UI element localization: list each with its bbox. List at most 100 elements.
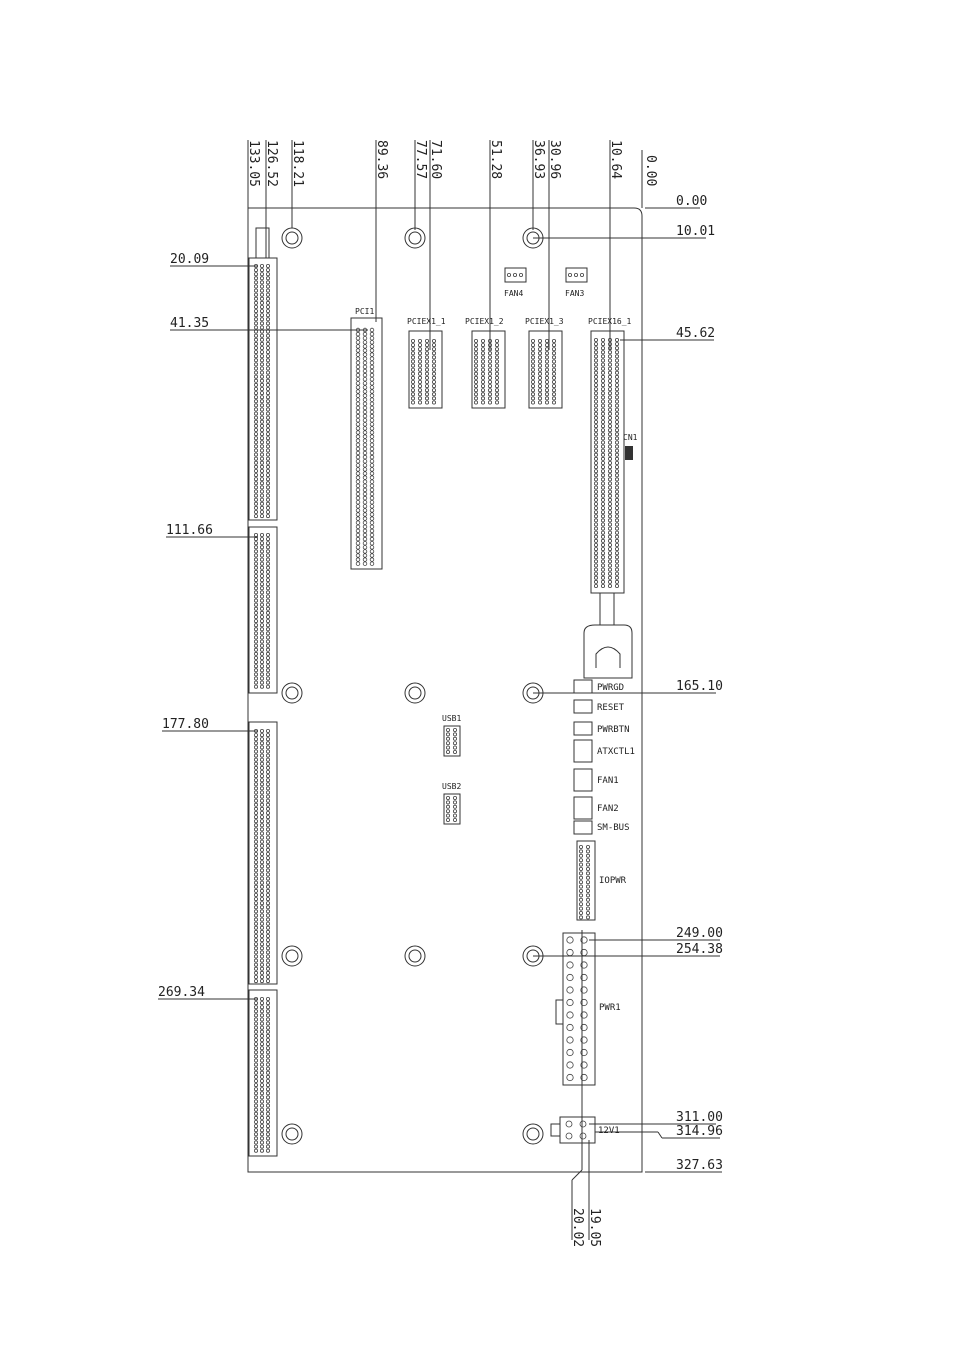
edge-pin (260, 1149, 263, 1152)
pciex16-pin (594, 433, 597, 436)
pciex1-pin (531, 385, 534, 388)
edge-pin (260, 877, 263, 880)
edge-pin (254, 799, 257, 802)
pci-pin (363, 369, 367, 373)
pci-pin (356, 541, 360, 545)
pciex1-pin (531, 401, 534, 404)
edge-pin (260, 457, 263, 460)
pciex1-pin (481, 364, 484, 367)
edge-pin (266, 318, 269, 321)
pci-pin (363, 464, 367, 468)
pciex16-pin (608, 355, 611, 358)
pci-pin (370, 488, 374, 492)
edge-pin (260, 322, 263, 325)
label-usb1: USB1 (442, 714, 461, 723)
edge-pin (254, 1047, 257, 1050)
pci-pin (363, 488, 367, 492)
pciex1-pin (481, 393, 484, 396)
pci-pin (370, 513, 374, 517)
edge-pin (260, 669, 263, 672)
pciex16-pin (601, 498, 604, 501)
edge-pin (260, 371, 263, 374)
pciex16-pin (615, 519, 618, 522)
edge-pin (266, 754, 269, 757)
pci-pin (363, 345, 367, 349)
pci-pin (363, 480, 367, 484)
label-usb2: USB2 (442, 782, 461, 791)
pci-pin (370, 386, 374, 390)
edge-pin (254, 392, 257, 395)
pci-pin (356, 533, 360, 537)
pciex16-pin (594, 338, 597, 341)
edge-pin (266, 533, 269, 536)
pci-pin (370, 476, 374, 480)
edge-pin (254, 498, 257, 501)
edge-pin (266, 546, 269, 549)
edge-pin (260, 558, 263, 561)
pciex1-pin (495, 360, 498, 363)
edge-pin (266, 1116, 269, 1119)
edge-pin (260, 967, 263, 970)
edge-pin (266, 624, 269, 627)
pciex16-pin (615, 425, 618, 428)
edge-pin (254, 943, 257, 946)
reset-header (574, 700, 592, 713)
pciex16-pin (601, 482, 604, 485)
pciex16-pin (594, 572, 597, 575)
mounting-hole-inner (409, 687, 421, 699)
edge-pin (260, 273, 263, 276)
edge-pin (260, 1108, 263, 1111)
dim-top-36-93: 36.93 (531, 140, 546, 179)
pciex1-pin (411, 397, 414, 400)
pciex1-pin (425, 397, 428, 400)
pci-pin (363, 447, 367, 451)
edge-pin (266, 893, 269, 896)
pciex16-pin (594, 507, 597, 510)
edge-pin (260, 570, 263, 573)
pci-pin (363, 386, 367, 390)
edge-pin (260, 416, 263, 419)
pci-pin (356, 451, 360, 455)
iopwr-pin (586, 854, 589, 857)
pci-pin (363, 451, 367, 455)
pci-pin (363, 332, 367, 336)
edge-pin (260, 542, 263, 545)
pciex16-pin (601, 359, 604, 362)
edge-pin (254, 1096, 257, 1099)
pciex16-pin (594, 392, 597, 395)
edge-pin (254, 1137, 257, 1140)
pwrgd-header (574, 680, 592, 693)
pciex16-pin (594, 466, 597, 469)
pciex1-pin (531, 397, 534, 400)
pciex1-pin (432, 368, 435, 371)
edge-pin (260, 293, 263, 296)
pci-pin (370, 480, 374, 484)
pciex16-pin (601, 572, 604, 575)
pciex1-pin (545, 360, 548, 363)
pci-pin (356, 369, 360, 373)
pciex1-pin (411, 372, 414, 375)
pciex16-pin (615, 494, 618, 497)
pwr1-pin (567, 999, 573, 1005)
edge-pin (260, 554, 263, 557)
pciex1-pin (418, 352, 421, 355)
pciex16-pin (615, 392, 618, 395)
pciex1-pin (488, 364, 491, 367)
edge-pin (260, 433, 263, 436)
edge-pin (266, 1092, 269, 1095)
edge-pin (266, 375, 269, 378)
pciex1-pin (531, 344, 534, 347)
pciex1-pin (531, 389, 534, 392)
pciex16-latch (584, 625, 632, 678)
pciex16-pin (615, 416, 618, 419)
atxctl1-header (574, 740, 592, 762)
edge-pin (254, 791, 257, 794)
pwr1-pin (567, 949, 573, 955)
iopwr-pin (579, 863, 582, 866)
pciex16-pin (594, 543, 597, 546)
pciex16-pin (608, 388, 611, 391)
edge-pin (254, 486, 257, 489)
dim-right-165-10: 165.10 (676, 679, 723, 694)
pciex16-pin (608, 527, 611, 530)
pciex1-pin (474, 385, 477, 388)
